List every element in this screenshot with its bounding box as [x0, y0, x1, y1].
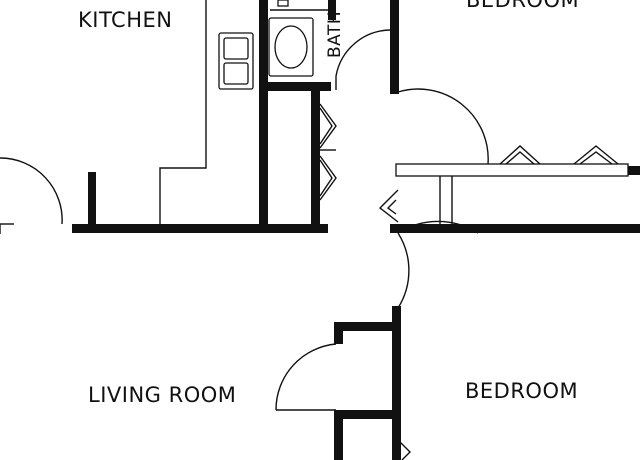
wall-segment [259, 0, 268, 228]
wall-segment [390, 224, 640, 233]
doors [0, 29, 489, 460]
room-labels: KITCHEN BEDROOM BATH LIVING ROOM BEDROOM [78, 0, 579, 407]
bifold-door [319, 103, 337, 149]
bifold-door [505, 151, 535, 165]
door [275, 343, 337, 411]
door [0, 157, 63, 234]
bifold-door [386, 199, 397, 215]
door [335, 29, 391, 90]
wall-segment [328, 0, 336, 20]
fixtures [218, 0, 314, 90]
wall-segment [392, 306, 401, 460]
faucet [277, 0, 289, 7]
bifold-door [579, 151, 613, 165]
closet-shelf [395, 163, 629, 177]
door-swing [397, 232, 410, 309]
wall-segment [311, 86, 320, 228]
bath-vanity [268, 0, 314, 77]
wall-segment [624, 166, 640, 175]
sink-basin [223, 37, 249, 60]
door-swing [275, 343, 337, 411]
bifold-door [319, 155, 337, 201]
bifold-doors [319, 103, 619, 201]
partitions [159, 0, 629, 224]
door [397, 88, 489, 165]
bifold-door [573, 145, 619, 165]
kitchen-counter [159, 0, 207, 224]
door [397, 220, 479, 309]
door-swing [397, 220, 479, 234]
bedroom-top-label: BEDROOM [466, 0, 579, 12]
wall-segment [334, 410, 396, 419]
vanity-basin [274, 25, 308, 69]
bifold-door [319, 159, 333, 197]
door-swing [397, 88, 489, 165]
kitchen-sink [218, 32, 254, 90]
bifold-door [397, 439, 411, 460]
wall-segment [88, 172, 96, 228]
bedroom-bottom-label: BEDROOM [465, 379, 578, 403]
wall-segment [334, 322, 396, 331]
wall-segment [259, 82, 331, 91]
kitchen-label: KITCHEN [78, 8, 173, 32]
sink-basin [223, 62, 249, 85]
bifold-door [499, 145, 541, 165]
door-swing [335, 29, 391, 77]
wall-segment [334, 410, 343, 460]
wall-segment [72, 224, 328, 233]
bifold-door [319, 107, 333, 145]
walls [72, 0, 640, 460]
wall-segment [334, 322, 343, 344]
bath-label: BATH [325, 11, 345, 58]
door-swing [0, 157, 63, 225]
living-room-label: LIVING ROOM [88, 383, 236, 407]
wall-segment [390, 0, 399, 94]
bifold-door [378, 189, 399, 223]
